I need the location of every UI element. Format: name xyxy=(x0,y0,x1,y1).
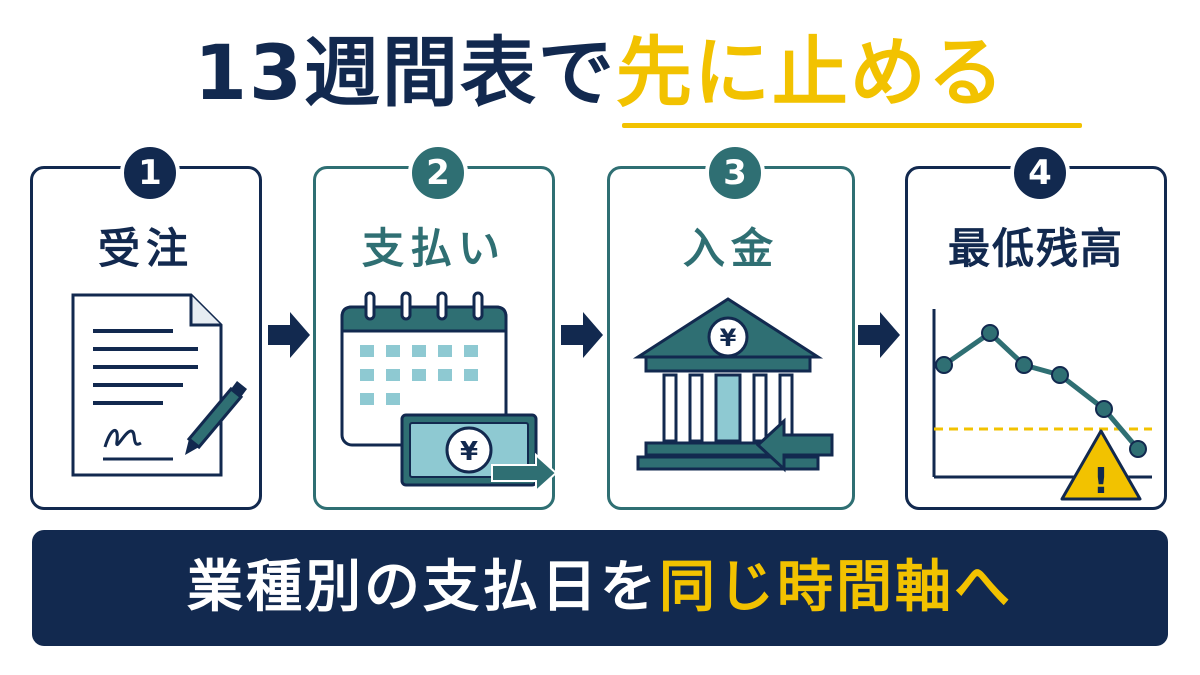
contract-signature-icon xyxy=(71,293,247,477)
warning-symbol: ! xyxy=(1093,461,1109,502)
flow-arrow-icon xyxy=(268,312,310,358)
step-label: 最低残高 xyxy=(947,224,1124,273)
currency-symbol: ¥ xyxy=(720,324,737,352)
calendar-payment-icon: ¥ xyxy=(340,291,558,494)
step-number-badge: 2 xyxy=(408,143,468,203)
step-label: 受注 xyxy=(97,224,194,273)
bank-deposit-icon: ¥ xyxy=(632,297,834,473)
step-label: 支払い xyxy=(361,224,506,273)
step-card-deposit: 3 入金 ¥ xyxy=(607,143,855,510)
currency-symbol: ¥ xyxy=(460,437,478,467)
flow-arrow-icon xyxy=(561,312,603,358)
step-number-badge: 3 xyxy=(705,143,765,203)
step-card-order: 1 受注 xyxy=(30,143,262,510)
title-part-1: 13週間表で xyxy=(194,28,616,117)
title-highlight-underline xyxy=(622,123,1082,128)
page-title: 13週間表で先に止める xyxy=(0,18,1200,128)
step-label: 入金 xyxy=(682,224,779,273)
banner-text-part-1: 業種別の支払日を xyxy=(187,555,659,620)
bottom-banner: 業種別の支払日を同じ時間軸へ xyxy=(32,530,1168,646)
step-number-badge: 4 xyxy=(1010,143,1070,203)
flow-arrow-icon xyxy=(858,312,900,358)
banner-text-part-2-highlight: 同じ時間軸へ xyxy=(659,555,1013,620)
title-part-2-highlight: 先に止める xyxy=(615,28,1006,117)
step-card-minimum-balance: 4 最低残高 ! xyxy=(905,143,1167,510)
step-number-badge: 1 xyxy=(120,143,180,203)
balance-chart-warning-icon: ! xyxy=(932,309,1152,502)
step-card-payment: 2 支払い ¥ xyxy=(313,143,558,510)
